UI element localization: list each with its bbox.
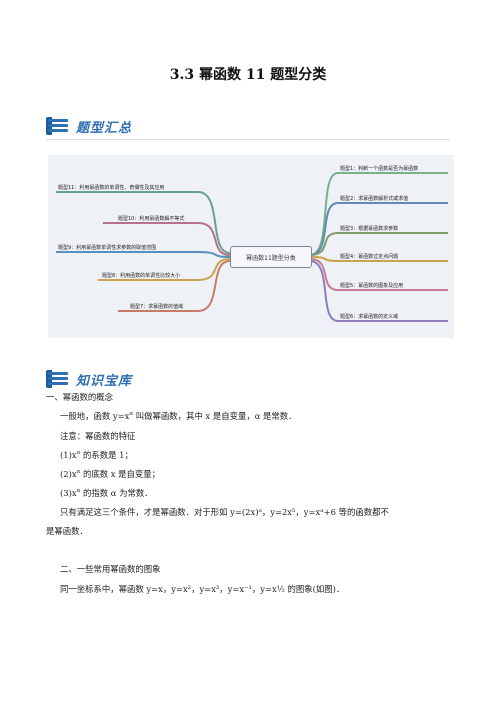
mindmap-topic: 题型3：根据幂函数求参数 xyxy=(340,226,399,232)
section-header-knowledge: 知识宝库 xyxy=(46,368,132,390)
mindmap-topic: 题型5：幂函数的图象及应用 xyxy=(340,283,404,289)
mindmap-topic: 题型8：利用函数的单调性比较大小 xyxy=(102,273,181,279)
section-title-knowledge: 知识宝库 xyxy=(76,373,133,389)
feature-item: (1)xα 的系数是 1； xyxy=(60,450,133,460)
paragraph-conditions: 只有满足这三个条件，才是幂函数．对于形如 y=(2x)ᵅ，y=2x⁵，y=xᵅ+… xyxy=(60,507,389,517)
mindmap-branches xyxy=(56,172,448,322)
mindmap-topic: 题型10：利用幂函数解不等式 xyxy=(118,216,185,222)
mindmap-topic: 题型1：判断一个函数是否为幂函数 xyxy=(340,166,419,172)
mindmap-center-node: 幂函数11题型分类 xyxy=(230,246,312,268)
feature-item: (3)xα 的指数 α 为常数． xyxy=(60,488,153,498)
mindmap-topic: 题型2：求幂函数解析式或求值 xyxy=(340,196,409,202)
heading-concept: 一、幂函数的概念 xyxy=(46,392,113,402)
mindmap: 幂函数11题型分类 题型1：判断一个函数是否为幂函数 题型2：求幂函数解析式或求… xyxy=(48,155,454,338)
mindmap-topic: 题型4：幂函数过定点问题 xyxy=(340,254,399,260)
mindmap-topic: 题型7：求幂函数的值域 xyxy=(130,304,184,310)
paragraph-graphs: 同一坐标系中，幂函数 y=x，y=x²，y=x³，y=x⁻¹，y=x½ 的图象(… xyxy=(60,584,345,594)
feature-item: (2)xα 的底数 x 是自变量； xyxy=(60,469,161,479)
section-header-summary: 题型汇总 xyxy=(46,115,132,137)
book-icon xyxy=(46,370,70,388)
note-heading: 注意：幂函数的特征 xyxy=(60,431,136,441)
mindmap-topic: 题型11：利用幂函数的单调性、奇偶性及其应用 xyxy=(58,185,165,191)
heading-graphs: 二、一些常用幂函数的图象 xyxy=(60,564,161,574)
mindmap-topic: 题型6：求幂函数的定义域 xyxy=(340,314,399,320)
book-icon xyxy=(46,117,70,135)
page-title: 3.3 幂函数 11 题型分类 xyxy=(169,67,327,83)
paragraph-definition: 一般地，函数 y=xα 叫做幂函数，其中 x 是自变量，α 是常数． xyxy=(60,411,297,421)
section-divider xyxy=(46,139,450,140)
section-title-summary: 题型汇总 xyxy=(76,120,133,136)
mindmap-topic: 题型9：利用幂函数单调性求参数的取值范围 xyxy=(58,245,157,251)
paragraph-conditions-cont: 是幂函数． xyxy=(46,526,88,536)
